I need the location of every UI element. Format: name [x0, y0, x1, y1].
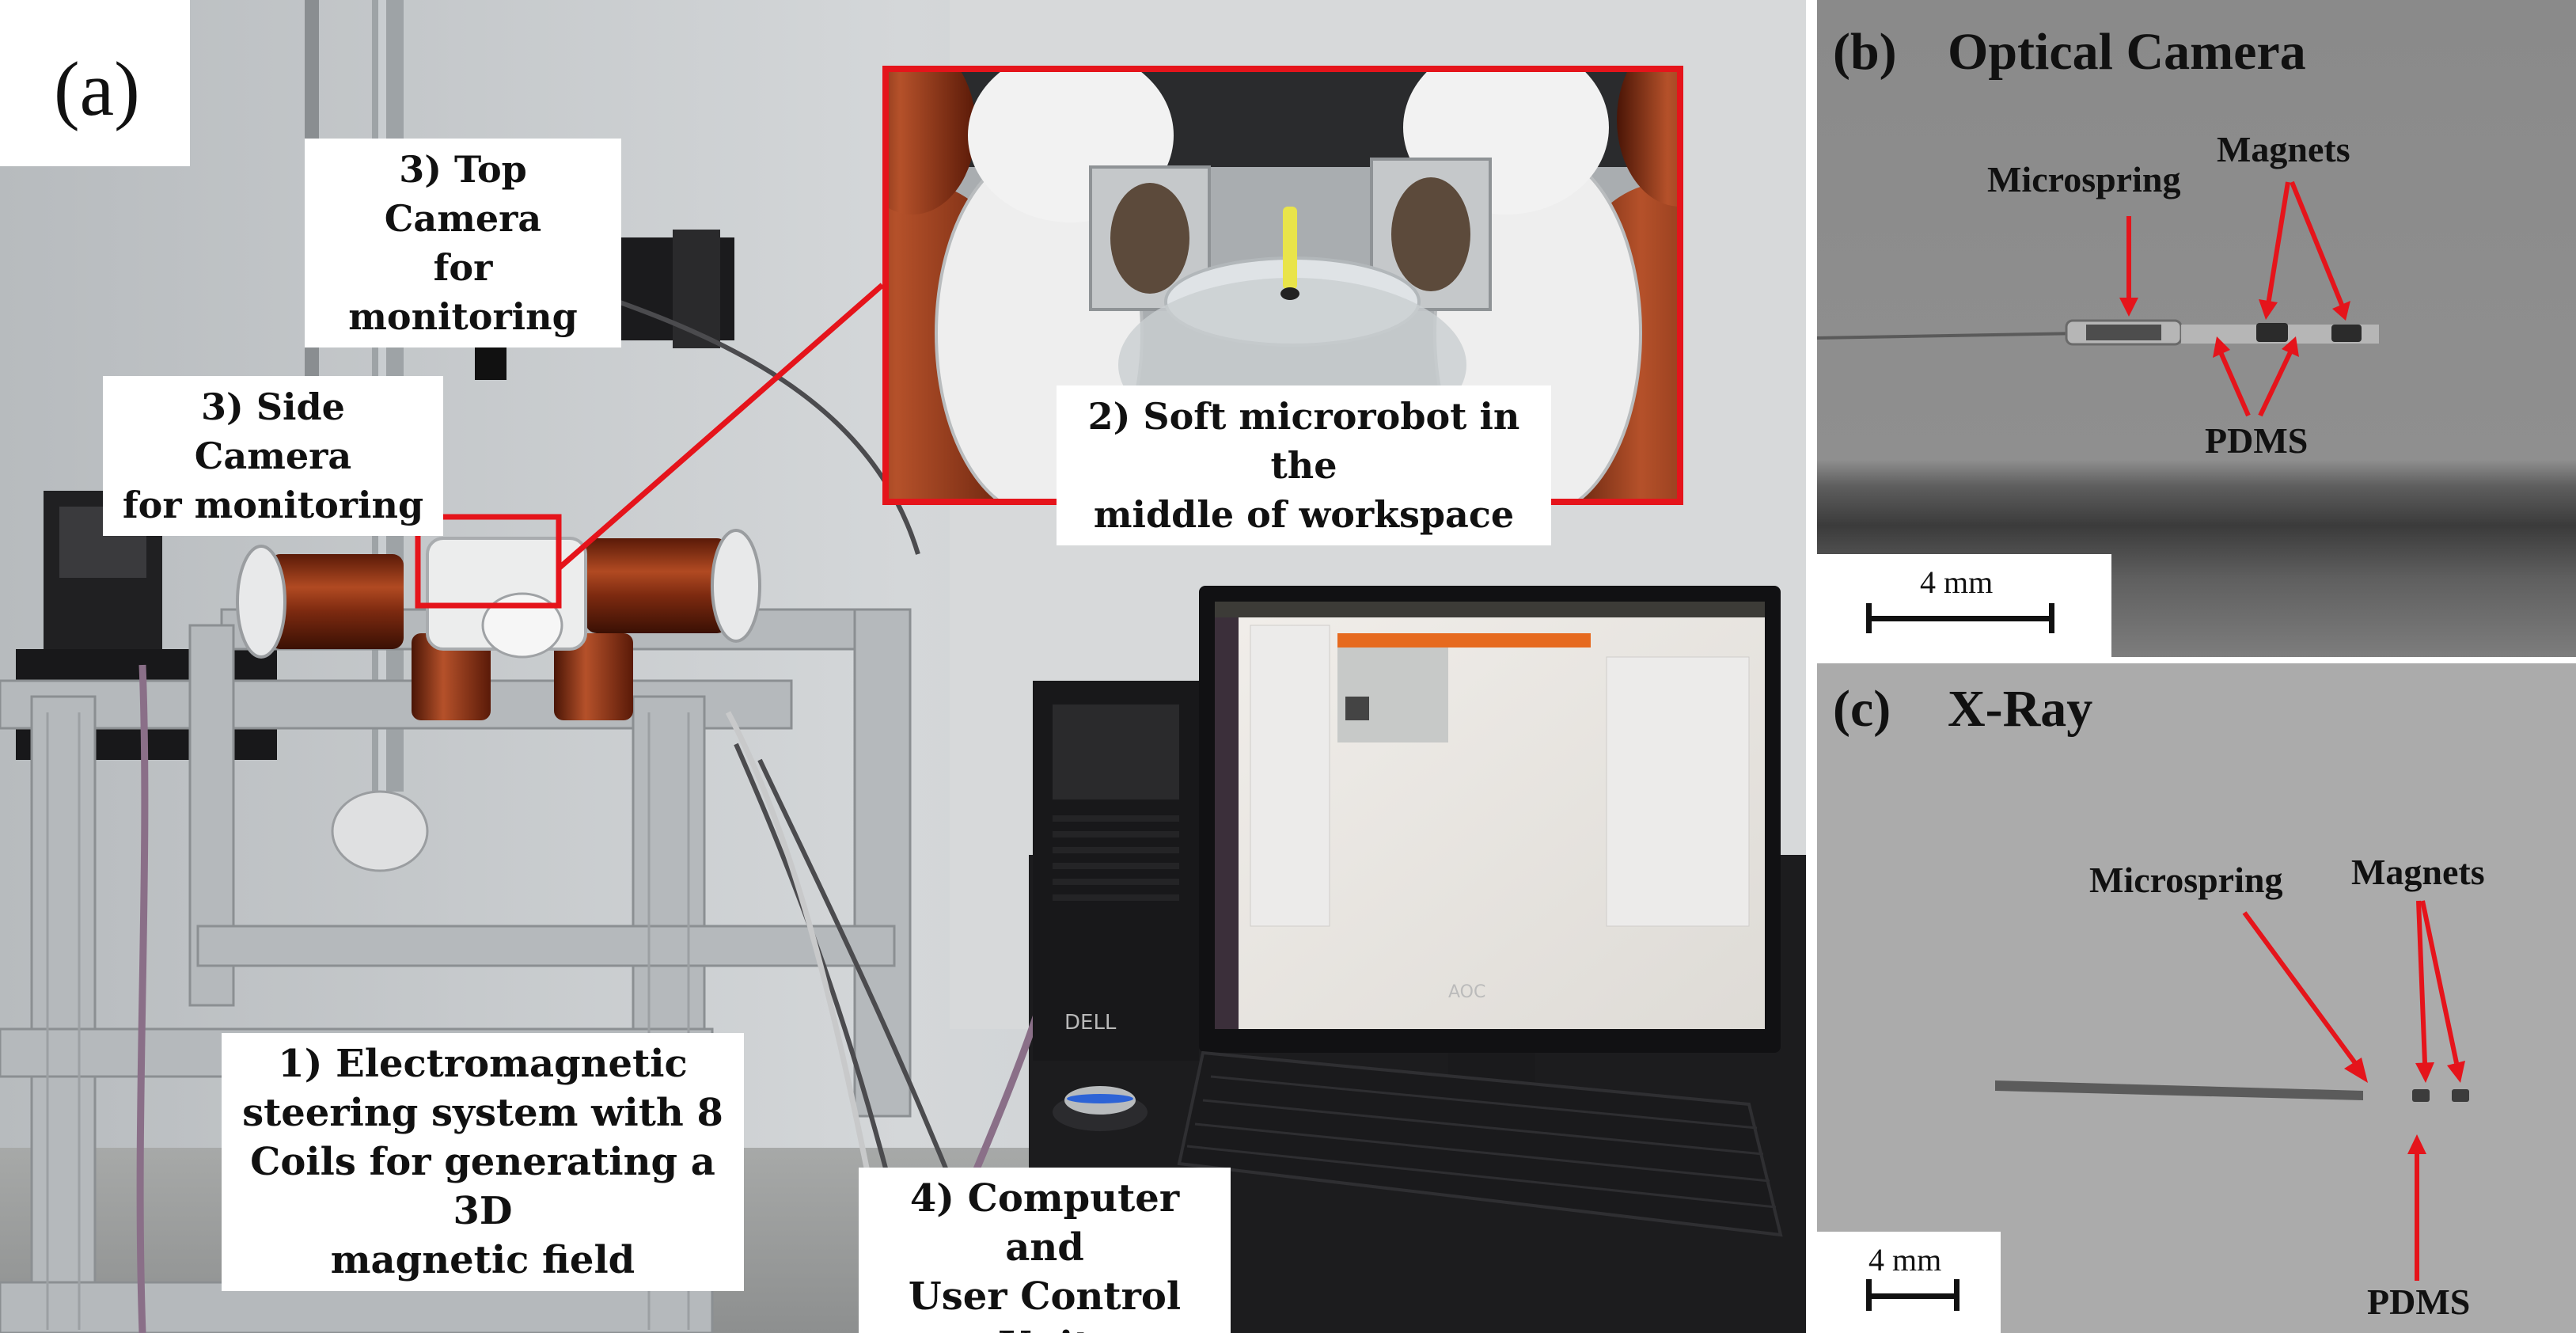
panel-c-microspring-label: Microspring: [2089, 860, 2283, 900]
side-camera-label-line2: for monitoring: [122, 484, 424, 526]
panel-c-xray: (c) X-Ray Microspring Magnets PDMS 4 mm: [1817, 663, 2576, 1333]
panel-c-letter: (c): [1833, 680, 1891, 738]
ems-label-line3: Coils for generating a 3D: [250, 1140, 715, 1233]
panel-b-title: Optical Camera: [1948, 23, 2306, 81]
panel-b-letter: (b): [1833, 23, 1897, 81]
monitor-brand-text: AOC: [1448, 982, 1485, 1002]
panel-c-title: X-Ray: [1948, 680, 2093, 738]
panel-c-scale-bar-tick-right: [1954, 1279, 1960, 1311]
ems-label-line2: steering system with 8: [242, 1091, 723, 1135]
computer-label: 4) Computer and User Control Unit: [859, 1168, 1231, 1333]
panel-b-scale-bar-tick-right: [2049, 603, 2054, 633]
panel-b-scale-bar: [1868, 616, 2051, 621]
side-camera-label: 3) Side Camera for monitoring: [103, 376, 443, 536]
panel-b-microspring-label: Microspring: [1987, 159, 2181, 199]
panel-c-pdms-label: PDMS: [2367, 1282, 2471, 1322]
side-camera-label-line1: 3) Side Camera: [194, 385, 352, 477]
panel-a-letter: [0, 0, 190, 166]
panel-b-pdms-label: PDMS: [2205, 420, 2309, 461]
microrobot-label-line1: 2) Soft microrobot in the: [1087, 395, 1520, 487]
ems-label-line1: 1) Electromagnetic: [278, 1042, 688, 1086]
panel-b-scale-text: 4 mm: [1920, 564, 1994, 600]
panel-b-scale-bar-tick-left: [1866, 603, 1872, 633]
ems-label-line4: magnetic field: [330, 1238, 635, 1282]
panel-b-optical-camera: (b) Optical Camera Microspring Magnets P…: [1817, 0, 2576, 657]
computer-label-line1: 4) Computer and: [909, 1176, 1180, 1270]
microrobot-label: 2) Soft microrobot in the middle of work…: [1057, 385, 1551, 545]
top-camera-label-line1: 3) Top Camera: [384, 148, 542, 240]
panel-a-setup-photo: DELL AOC: [0, 0, 1806, 1333]
top-camera-label-line2: for monitoring: [348, 246, 578, 338]
panel-c-scale-text: 4 mm: [1868, 1242, 1942, 1278]
panel-c-magnets-label: Magnets: [2351, 852, 2485, 892]
panel-b-magnets-label: Magnets: [2217, 129, 2350, 169]
optical-image-illustration: [1817, 0, 2576, 657]
microrobot-label-line2: middle of workspace: [1093, 493, 1515, 536]
panel-c-scale-bar-tick-left: [1866, 1279, 1872, 1311]
top-camera-label: 3) Top Camera for monitoring: [305, 139, 621, 347]
xray-image-illustration: [1817, 663, 2576, 1333]
computer-label-line2: User Control Unit: [908, 1274, 1182, 1333]
pc-brand-text: DELL: [1064, 1011, 1117, 1035]
panel-b-scale-box: 4 mm: [1817, 554, 2111, 657]
panel-c-scale-bar: [1868, 1293, 1956, 1299]
panel-c-scale-box: 4 mm: [1817, 1232, 2001, 1333]
electromagnetic-system-label: 1) Electromagnetic steering system with …: [222, 1033, 744, 1291]
panel-a-letter-text: (a): [54, 47, 140, 132]
